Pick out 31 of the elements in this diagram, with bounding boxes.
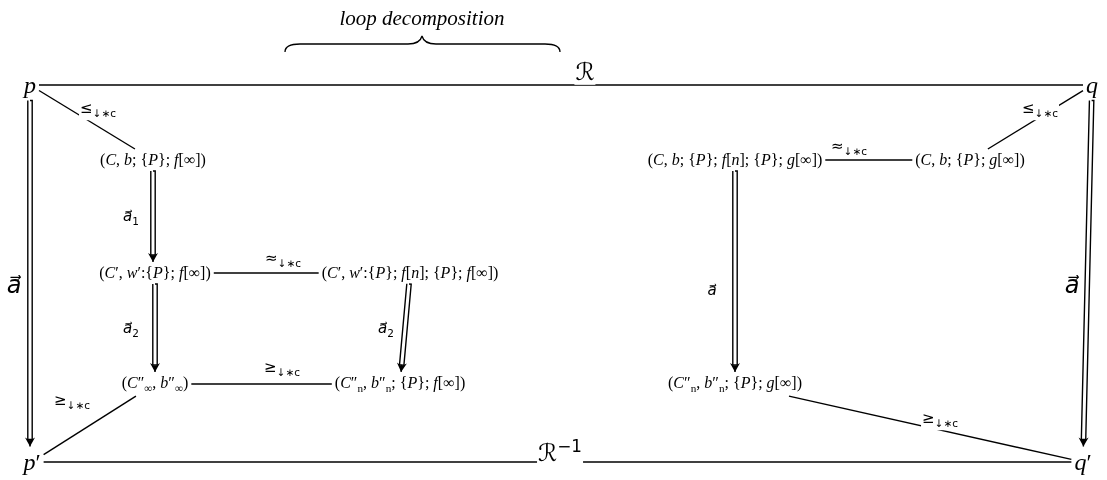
connector-line (42, 461, 1073, 463)
math-expression: (C′, w′:{P}; f[n]; {P}; f[∞]) (319, 263, 501, 283)
double-arrow (396, 283, 412, 373)
math-expression: (C, b; {P}; f[n]; {P}; g[∞]) (645, 150, 825, 170)
math-expression: p′ (21, 447, 43, 477)
double-arrow (1078, 99, 1095, 448)
math-expression: (C, b; {P}; f[∞]) (98, 150, 208, 170)
connector-line (42, 395, 137, 456)
double-arrow (148, 170, 158, 263)
math-expression: q (1084, 70, 1100, 100)
math-expression: p (22, 70, 38, 100)
math-expression: (C″$_{n}$, b″$_{n}$; {P}; f[∞]) (332, 372, 468, 396)
math-expression: (C″$_{n}$, b″$_{n}$; {P}; g[∞]) (666, 372, 804, 396)
edge-label: a⃗$_{1}$ (122, 208, 140, 228)
connector-line (38, 84, 1084, 86)
connector-line (824, 159, 913, 161)
math-expression: (C, b; {P}; g[∞]) (913, 150, 1027, 170)
connector-line (190, 383, 333, 385)
connector-line (213, 272, 320, 274)
annotation-text: loop decomposition (339, 5, 505, 31)
double-arrow (25, 99, 35, 448)
double-arrow (150, 283, 160, 373)
connector-line (788, 395, 1073, 461)
math-expression: q′ (1072, 447, 1094, 477)
math-expression: (C″$_{∞}$, b″$_{∞}$) (119, 372, 191, 396)
double-arrow (730, 170, 740, 373)
edge-label: ℛ (574, 58, 596, 86)
math-expression: (C′, w′:{P}; f[∞]) (97, 263, 213, 283)
edge-label: a⃗$_{2}$ (377, 320, 395, 340)
connector-line (38, 89, 136, 150)
edge-label: a⃗$_{2}$ (122, 320, 140, 340)
